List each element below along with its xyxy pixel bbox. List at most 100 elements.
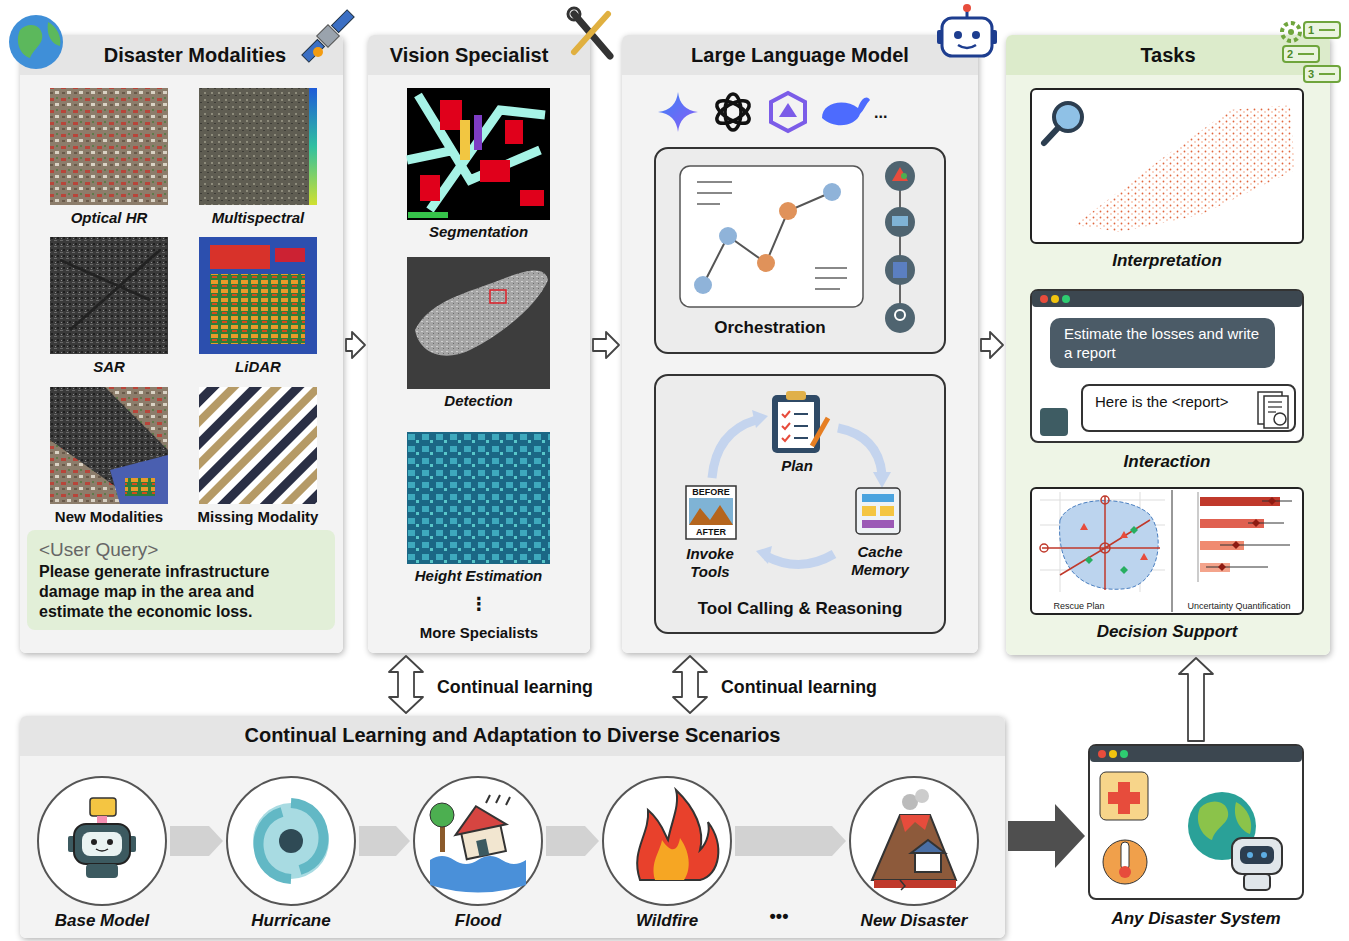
more-label: More Specialists: [399, 624, 559, 642]
caption: Height Estimation: [402, 567, 555, 585]
text-slot: Uncertainty Quantification: [1176, 600, 1302, 612]
specialist-images-part: [408, 212, 448, 218]
disaster-icons-part: [654, 838, 689, 880]
llm-logos: [658, 92, 870, 132]
tool-cycle-graphic-part: [862, 494, 894, 502]
orchestration-graphic-part: [694, 276, 712, 294]
text-slot: Height Estimation: [402, 567, 555, 585]
header-icons-part: [300, 8, 357, 65]
system-window-graphic-part: [1098, 750, 1106, 758]
text-slot: 2: [1284, 46, 1296, 62]
disaster-icons-part: [90, 798, 116, 816]
text-slot: Detection: [402, 392, 555, 410]
system-window-graphic-part: [1121, 842, 1129, 870]
disaster-icons-part: [86, 864, 118, 878]
flow-arrow: [673, 656, 707, 713]
text-slot: More Specialists: [399, 624, 559, 642]
caption: Any Disaster System: [1078, 908, 1314, 929]
disaster-icons-part: [900, 880, 905, 890]
flow-arrow: [346, 332, 365, 358]
user-query-box: <User Query>Please generate infrastructu…: [27, 530, 335, 630]
tool-cycle-graphic-part: [752, 410, 768, 428]
text-slot: Missing Modality: [184, 508, 332, 526]
llm-logos-part: [713, 96, 752, 128]
specialist-images-part: [490, 290, 506, 303]
text-slot: Vision Specialist: [373, 43, 565, 67]
tool-cycle-graphic-part: [856, 488, 900, 534]
llm-logos-part: [713, 96, 752, 128]
disaster-icons-part: [74, 824, 130, 864]
text-slot: Flood: [393, 910, 563, 931]
specialist-images-part: [415, 271, 548, 356]
text-slot: Tasks: [1006, 43, 1330, 67]
task-graphics-part: [1040, 295, 1048, 303]
text-slot: 3: [1305, 66, 1317, 82]
orchestration-graphic-part: [779, 202, 797, 220]
system-window-graphic-part: [1100, 772, 1148, 820]
tool-cycle-graphic-part: [873, 472, 891, 488]
chat-message: Here is the <report>: [1095, 392, 1242, 411]
text-slot: Interaction: [1030, 451, 1304, 472]
orchestration-graphic-part: [697, 182, 847, 289]
header-icons-part: [574, 14, 610, 56]
caption: Base Model: [17, 910, 187, 931]
text-slot: BEFORE: [686, 487, 736, 497]
orchestration-graphic-part: [703, 192, 832, 285]
tool-cycle-graphic-part: [862, 506, 876, 516]
caption: LiDAR: [184, 358, 332, 376]
panel-title: Large Language Model: [662, 43, 938, 67]
caption: Interaction: [1030, 451, 1304, 472]
header-icons-part: [958, 45, 976, 48]
modality-images-part: [275, 248, 305, 262]
system-window-graphic-part: [1109, 750, 1117, 758]
ellipsis: ...: [874, 104, 908, 122]
box-title: Tool Calling & Reasoning: [664, 598, 936, 619]
llm-logos-part: [822, 98, 870, 126]
text-slot: 1: [1305, 22, 1317, 38]
specialist-images-part: [407, 432, 550, 564]
panel-title: Tasks: [1006, 43, 1330, 67]
text-slot: Segmentation: [402, 223, 555, 241]
task-graphics-part: [1040, 408, 1068, 436]
modality-images-part: [110, 455, 168, 504]
system-window-graphic-part: [1108, 782, 1140, 814]
orchestration-graphic-part: [893, 262, 907, 278]
text-slot: Decision Support: [1030, 621, 1304, 642]
modality-images-part: [50, 237, 168, 354]
disaster-icons-part: [872, 815, 956, 880]
text-slot: Continual learning: [437, 676, 593, 698]
tool-cycle-graphic-part: [812, 418, 828, 446]
text-slot: New Modalities: [35, 508, 183, 526]
modality-images-part: [50, 88, 168, 205]
modality-images-part: [199, 88, 317, 205]
task-graphics-part: [1040, 544, 1048, 552]
tool-cycle-graphic-part: [786, 391, 806, 400]
specialist-images-part: [407, 257, 550, 389]
disaster-icons: [68, 789, 956, 893]
icon-text: AFTER: [686, 527, 736, 537]
disaster-icons-part: [97, 816, 107, 824]
system-window-graphic-part: [1240, 846, 1274, 864]
step-label: Invoke Tools: [672, 545, 748, 581]
modality-images: [50, 88, 317, 504]
disaster-icons-part: [637, 790, 718, 880]
task-graphics-part: [1042, 496, 1160, 590]
task-graphics-part: [1206, 501, 1292, 567]
orchestration-graphic-part: [680, 166, 863, 307]
task-graphics-part: [1040, 492, 1165, 592]
list-number: 3: [1305, 66, 1317, 82]
system-window-graphic-part: [1261, 852, 1267, 858]
task-graphics-part: [1264, 396, 1288, 428]
header-icons-part: [963, 4, 971, 12]
caption: Optical HR: [35, 209, 183, 227]
orchestration-graphic-part: [719, 227, 737, 245]
flow-arrow: [1179, 658, 1213, 741]
chart-caption: Uncertainty Quantification: [1176, 600, 1302, 612]
text-slot: ...: [874, 104, 908, 122]
tool-cycle-graphic: [686, 391, 900, 565]
llm-logos-part: [779, 103, 797, 117]
header-icons-part: [954, 31, 962, 39]
text-slot: •••: [749, 906, 809, 926]
text-slot: Large Language Model: [662, 43, 938, 67]
tool-cycle-graphic-part: [862, 520, 894, 528]
